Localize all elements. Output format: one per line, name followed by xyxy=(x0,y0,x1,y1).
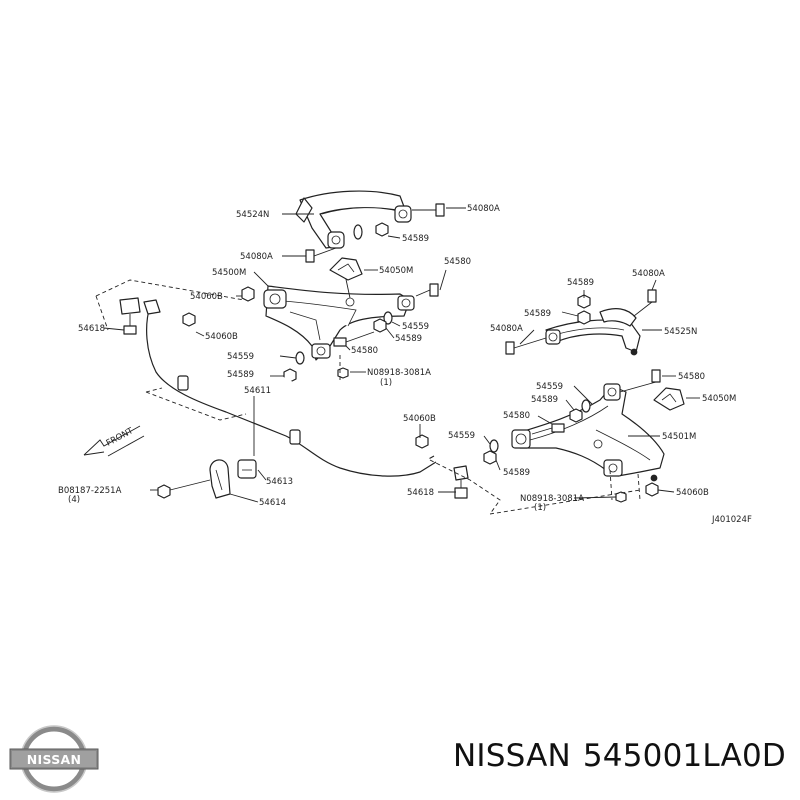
label-54618-left: 54618 xyxy=(78,324,105,334)
label-54589-left-low: 54589 xyxy=(227,370,254,380)
label-54500M: 54500M xyxy=(212,268,246,278)
lower-arm-left xyxy=(263,269,415,361)
bolt-54080A-right-left xyxy=(505,337,547,355)
label-54580-right-top: 54580 xyxy=(678,372,705,382)
label-08187-qty: (4) xyxy=(68,495,80,505)
bolt-08187 xyxy=(157,479,211,499)
label-54080A-left: 54080A xyxy=(240,252,273,262)
label-54050M-right: 54050M xyxy=(702,394,736,404)
label-54524N: 54524N xyxy=(236,210,269,220)
front-arrow: FRONT xyxy=(83,425,145,457)
label-08918-left: N08918-3081A xyxy=(367,368,431,378)
label-08918-left-qty: (1) xyxy=(380,378,392,388)
front-label: FRONT xyxy=(105,426,136,449)
caption-part-number: 545001LA0D xyxy=(582,738,786,774)
bolt-54080A-left xyxy=(305,247,337,263)
bolt-54580-right-top xyxy=(619,369,661,393)
nut-54060B-right xyxy=(415,434,429,449)
leader-lines xyxy=(103,207,700,503)
label-54080A-right-left: 54080A xyxy=(490,324,523,334)
label-08918-right-qty: (1) xyxy=(534,503,546,513)
label-08918-right: N08918-3081A xyxy=(520,494,584,504)
bolt-54580-left-low xyxy=(333,331,375,347)
part-labels: 54524N 54080A 54589 54080A 54050M 54580 … xyxy=(58,204,752,525)
nissan-logo: NISSAN xyxy=(9,725,99,793)
label-54060B-left-top: 54060B xyxy=(190,292,223,302)
label-54580-left-low: 54580 xyxy=(351,346,378,356)
bushing-54613 xyxy=(237,459,257,479)
nut-54589-right-low xyxy=(483,450,497,465)
label-54060B-mid: 54060B xyxy=(403,414,436,424)
label-54589-top: 54589 xyxy=(402,234,429,244)
bushing-left xyxy=(241,286,255,302)
diagram-reference-code: J401024F xyxy=(711,515,752,525)
lower-arm-right xyxy=(511,383,665,482)
washer-54559-right-low xyxy=(489,439,499,453)
part-caption: NISSAN 545001LA0D xyxy=(453,738,786,774)
washer-54559-right-top xyxy=(581,399,591,413)
washer-54589-right xyxy=(577,310,591,325)
caption-brand: NISSAN xyxy=(453,738,571,774)
stabilizer-bar xyxy=(143,299,437,477)
label-54611: 54611 xyxy=(244,386,271,396)
label-54501M: 54501M xyxy=(662,432,696,442)
nut-08918-right xyxy=(615,491,627,503)
label-54589-mid: 54589 xyxy=(503,468,530,478)
bumper-54050M-left xyxy=(329,257,363,281)
label-54580-right-mid: 54580 xyxy=(503,411,530,421)
label-54060B-left-low: 54060B xyxy=(205,332,238,342)
nut-54060B-left xyxy=(182,312,196,327)
bolt-54580-left-top xyxy=(415,283,439,297)
label-54559-right: 54559 xyxy=(536,382,563,392)
label-54080A-right-top: 54080A xyxy=(632,269,665,279)
bolt-54080A-right-top xyxy=(633,289,657,317)
label-54060B-right: 54060B xyxy=(676,488,709,498)
washer-54559-left xyxy=(295,351,305,365)
clamp-54614 xyxy=(209,459,231,499)
nut-54589-upper xyxy=(375,222,389,237)
upper-link-left xyxy=(295,190,412,249)
label-54618-right: 54618 xyxy=(407,488,434,498)
label-54589-right-top: 54589 xyxy=(567,278,594,288)
washer-upper xyxy=(353,224,363,240)
bumper-54050M-right xyxy=(653,387,685,411)
label-54589-left-mid: 54589 xyxy=(395,334,422,344)
label-54559-mid: 54559 xyxy=(448,431,475,441)
label-54559-left-low: 54559 xyxy=(227,352,254,362)
link-54618-left xyxy=(119,297,141,335)
label-54080A-top: 54080A xyxy=(467,204,500,214)
upper-link-right xyxy=(545,308,641,356)
label-54525N: 54525N xyxy=(664,327,697,337)
label-54613: 54613 xyxy=(266,477,293,487)
link-54618-right xyxy=(453,465,469,499)
label-54559-left: 54559 xyxy=(402,322,429,332)
logo-wordmark: NISSAN xyxy=(27,752,82,767)
label-54580-left-top: 54580 xyxy=(444,257,471,267)
nut-08918-left xyxy=(337,367,349,379)
dashed-groups xyxy=(95,279,641,515)
bolt-54080A-upper xyxy=(412,203,445,217)
nut-washer-left xyxy=(373,311,393,333)
label-54589-right-mid: 54589 xyxy=(531,395,558,405)
label-54614: 54614 xyxy=(259,498,286,508)
label-54050M-left: 54050M xyxy=(379,266,413,276)
nut-54060B-right-low xyxy=(645,482,659,497)
label-08187: B08187-2251A xyxy=(58,486,122,496)
nut-54589-right-mid xyxy=(569,408,583,423)
bolt-54580-right-mid xyxy=(531,423,565,435)
label-54589-right-upper: 54589 xyxy=(524,309,551,319)
